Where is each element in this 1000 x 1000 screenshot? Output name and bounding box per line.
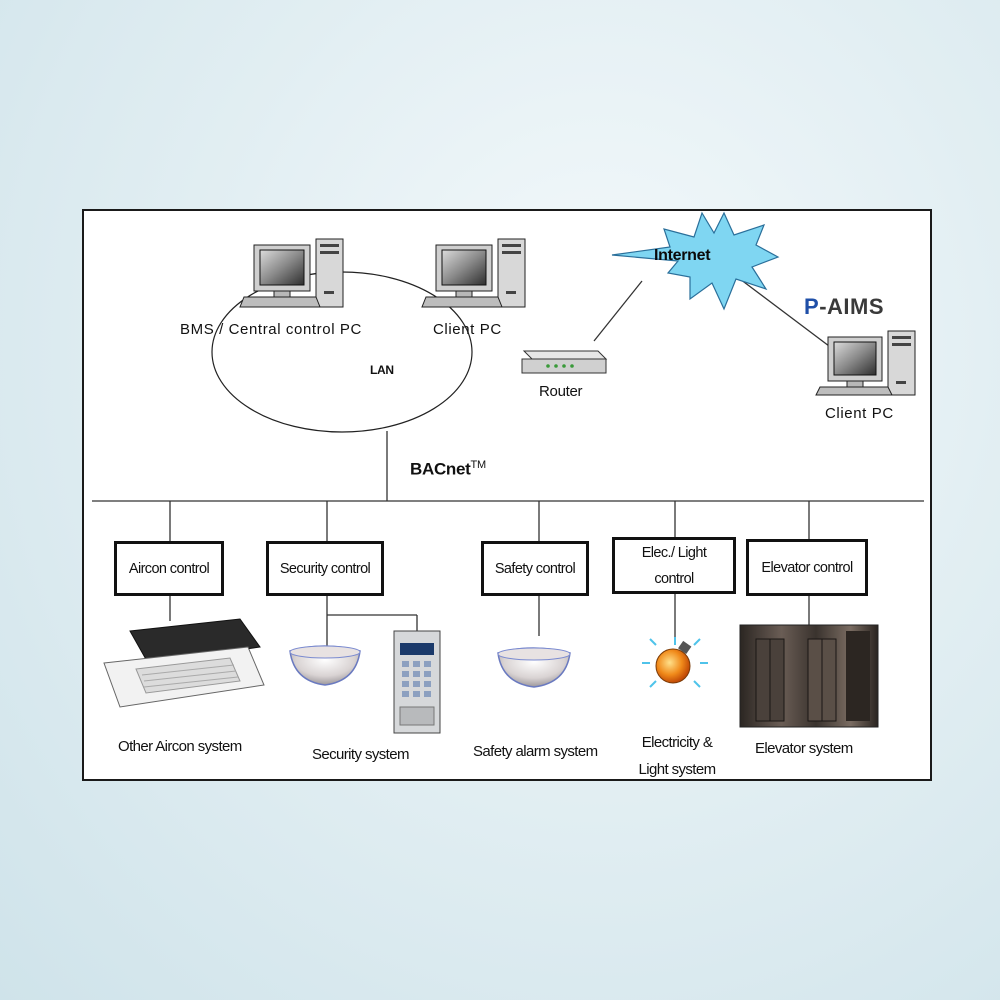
aircon-unit-icon xyxy=(103,618,265,708)
connection-lines xyxy=(92,266,924,651)
client-pc-label: Client PC xyxy=(433,321,502,338)
aircon-system-label: Other Aircon system xyxy=(118,738,242,755)
keypad-panel-icon xyxy=(393,630,441,734)
safety-control-label: Safety control xyxy=(494,560,576,577)
remote-client-pc-label: Client PC xyxy=(825,405,894,422)
aircon-control-label: Aircon control xyxy=(128,560,210,577)
p-aims-p-letter: P xyxy=(804,294,820,319)
elec-light-control-label-line2: control xyxy=(654,570,694,587)
elec-light-control-label-line1: Elec./ Light xyxy=(641,544,707,561)
p-aims-logo: P-AIMS xyxy=(804,294,884,320)
router-icon xyxy=(521,350,608,374)
internet-label: Internet xyxy=(654,247,711,264)
bms-pc-icon xyxy=(239,238,344,308)
elevator-system-label: Elevator system xyxy=(755,740,853,757)
bacnet-text: BACnet xyxy=(410,459,471,479)
building-management-network-diagram: BMS / Central control PC Client PC LAN R… xyxy=(82,209,932,781)
elevator-control-box: Elevator control xyxy=(746,539,868,596)
elec-light-system-label-line2: Light system xyxy=(638,761,717,778)
light-bulb-icon xyxy=(642,637,708,688)
internet-burst-icon xyxy=(611,211,780,311)
lan-label: LAN xyxy=(370,363,394,377)
p-aims-rest-letters: -AIMS xyxy=(819,294,885,319)
bms-pc-label: BMS / Central control PC xyxy=(180,321,362,338)
diagram-graphics xyxy=(92,211,924,734)
security-system-label: Security system xyxy=(312,746,409,763)
safety-sensor-icon xyxy=(497,647,571,688)
elevator-control-label: Elevator control xyxy=(761,559,853,576)
p-aims-text: P-AIMS xyxy=(804,294,884,319)
bacnet-trademark: TM xyxy=(470,459,487,471)
remote-client-pc-icon xyxy=(815,330,916,396)
elec-light-system-label-line1: Electricity & xyxy=(641,734,713,751)
bacnet-label: BACnetTM xyxy=(410,459,486,480)
router-label: Router xyxy=(539,383,583,400)
security-sensor-icon xyxy=(289,645,361,686)
elevator-photo-icon xyxy=(739,624,879,728)
safety-system-label: Safety alarm system xyxy=(473,743,598,760)
security-control-label: Security control xyxy=(279,560,371,577)
client-pc-icon xyxy=(421,238,526,308)
elec-light-system-label: Electricity & Light system xyxy=(632,729,722,783)
safety-control-box: Safety control xyxy=(481,541,589,596)
security-control-box: Security control xyxy=(266,541,384,596)
elec-light-control-box: Elec./ Light control xyxy=(612,537,736,594)
aircon-control-box: Aircon control xyxy=(114,541,224,596)
